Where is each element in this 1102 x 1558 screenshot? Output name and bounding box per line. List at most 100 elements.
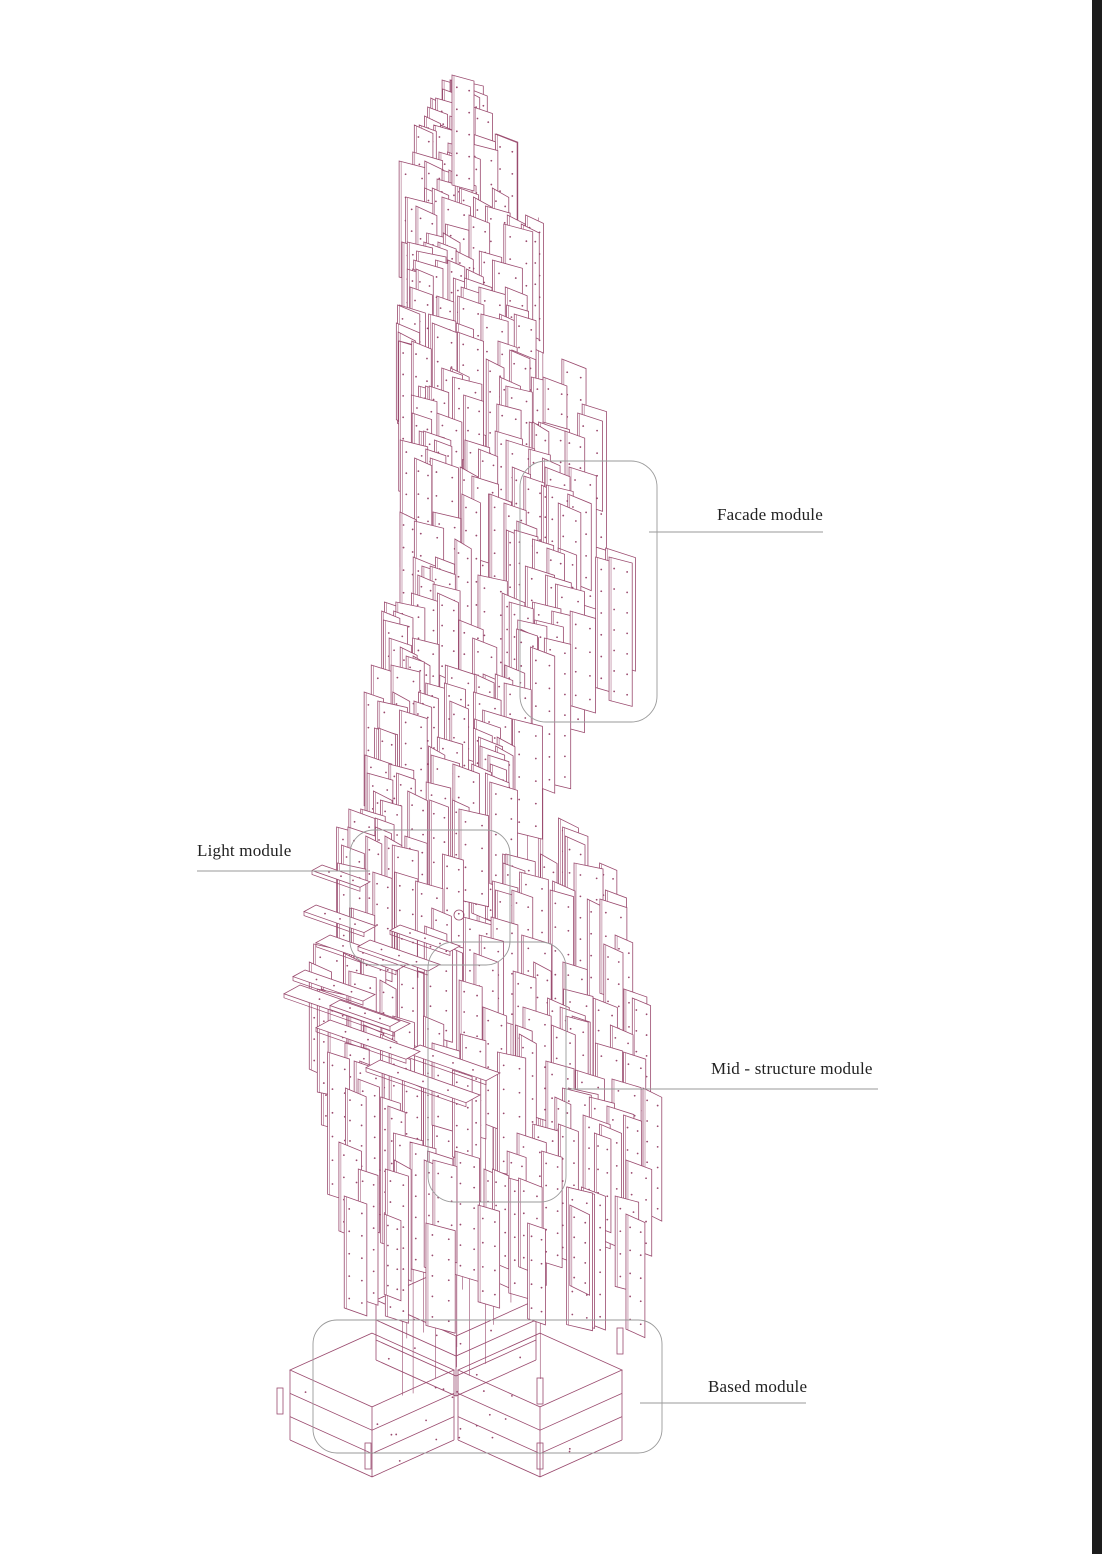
bolt-dot [435,200,437,202]
bolt-dot [492,1437,494,1439]
bolt-dot [549,779,551,781]
bolt-dot [458,935,460,937]
bolt-dot [467,1150,469,1152]
bolt-dot [511,1395,513,1397]
bolt-dot [573,1140,575,1142]
bolt-dot [487,1113,489,1115]
bolt-dot [490,888,492,890]
bolt-dot [537,974,539,976]
bolt-dot [606,1195,608,1197]
bolt-dot [412,860,414,862]
bolt-dot [613,609,615,611]
bolt-dot [564,776,566,778]
bolt-dot [396,814,398,816]
bolt-dot [490,1330,492,1332]
bolt-dot [518,347,520,349]
bolt-dot [349,1099,351,1101]
bolt-dot [600,1055,602,1057]
bolt-dot [332,1159,334,1161]
bolt-dot [537,1136,539,1138]
bolt-dot [367,704,369,706]
bolt-dot [486,933,488,935]
bolt-dot [525,285,527,287]
bolt-dot [420,726,422,728]
bolt-dot [588,1147,590,1149]
bolt-dot [440,307,442,309]
bolt-dot [437,336,439,338]
bolt-dot [564,484,566,486]
bolt-dot [562,515,564,517]
bolt-dot [564,714,566,716]
bolt-dot [528,870,530,872]
bolt-dot [534,283,536,285]
bolt-dot [581,979,583,981]
bolt-dot [478,411,480,413]
bolt-dot [358,861,360,863]
bolt-dot [473,247,475,249]
bolt-dot [393,649,395,651]
bolt-dot [518,731,520,733]
bolt-dot [557,622,559,624]
bolt-dot [503,1136,505,1138]
bolt-dot [421,586,423,588]
bolt-dot [536,410,538,412]
bolt-dot [557,1166,559,1168]
bolt-dot [463,991,465,993]
bolt-dot [484,300,486,302]
bolt-dot [561,413,563,415]
bolt-dot [564,756,566,758]
bolt-dot [417,493,419,495]
bolt-dot [600,612,602,614]
bolt-dot [646,1099,648,1101]
bolt-dot [613,670,615,672]
bolt-dot [403,592,405,594]
bolt-dot [445,990,447,992]
bolt-dot [420,555,422,557]
bolt-dot [411,230,413,232]
bolt-dot [482,565,484,567]
bolt-dot [368,826,370,828]
bolt-dot [510,838,512,840]
bolt-dot [356,970,358,972]
bolt-dot [403,524,405,526]
bolt-dot [539,539,541,541]
bolt-dot [551,1074,553,1076]
bolt-dot [393,776,395,778]
bolt-dot [428,141,430,143]
bolt-dot [657,1187,659,1189]
bolt-dot [626,571,628,573]
bolt-dot [544,536,546,538]
bolt-dot [349,1054,351,1056]
bolt-dot [372,785,374,787]
bolt-dot [475,1100,477,1102]
bolt-dot [569,1448,571,1450]
bolt-dot [453,630,455,632]
bolt-dot [505,1418,507,1420]
bolt-dot [484,587,486,589]
bolt-dot [395,1434,397,1436]
bolt-dot [458,891,460,893]
bolt-dot [436,1334,438,1336]
bolt-dot [463,1011,465,1013]
bolt-dot [500,614,502,616]
bolt-dot [378,839,380,841]
bolt-dot [403,547,405,549]
bolt-dot [421,874,423,876]
bolt-dot [475,604,477,606]
bolt-dot [590,977,592,979]
bolt-dot [458,576,460,578]
bolt-dot [524,697,526,699]
bolt-dot [535,825,537,827]
bolt-dot [484,231,486,233]
bolt-dot [343,935,345,937]
bolt-dot [343,894,345,896]
bolt-dot [522,1047,524,1049]
bolt-dot [626,612,628,614]
bolt-dot [384,1108,386,1110]
bolt-dot [460,1265,462,1267]
bolt-dot [607,956,609,958]
bolt-dot [646,1055,648,1057]
bolt-dot [460,275,462,277]
